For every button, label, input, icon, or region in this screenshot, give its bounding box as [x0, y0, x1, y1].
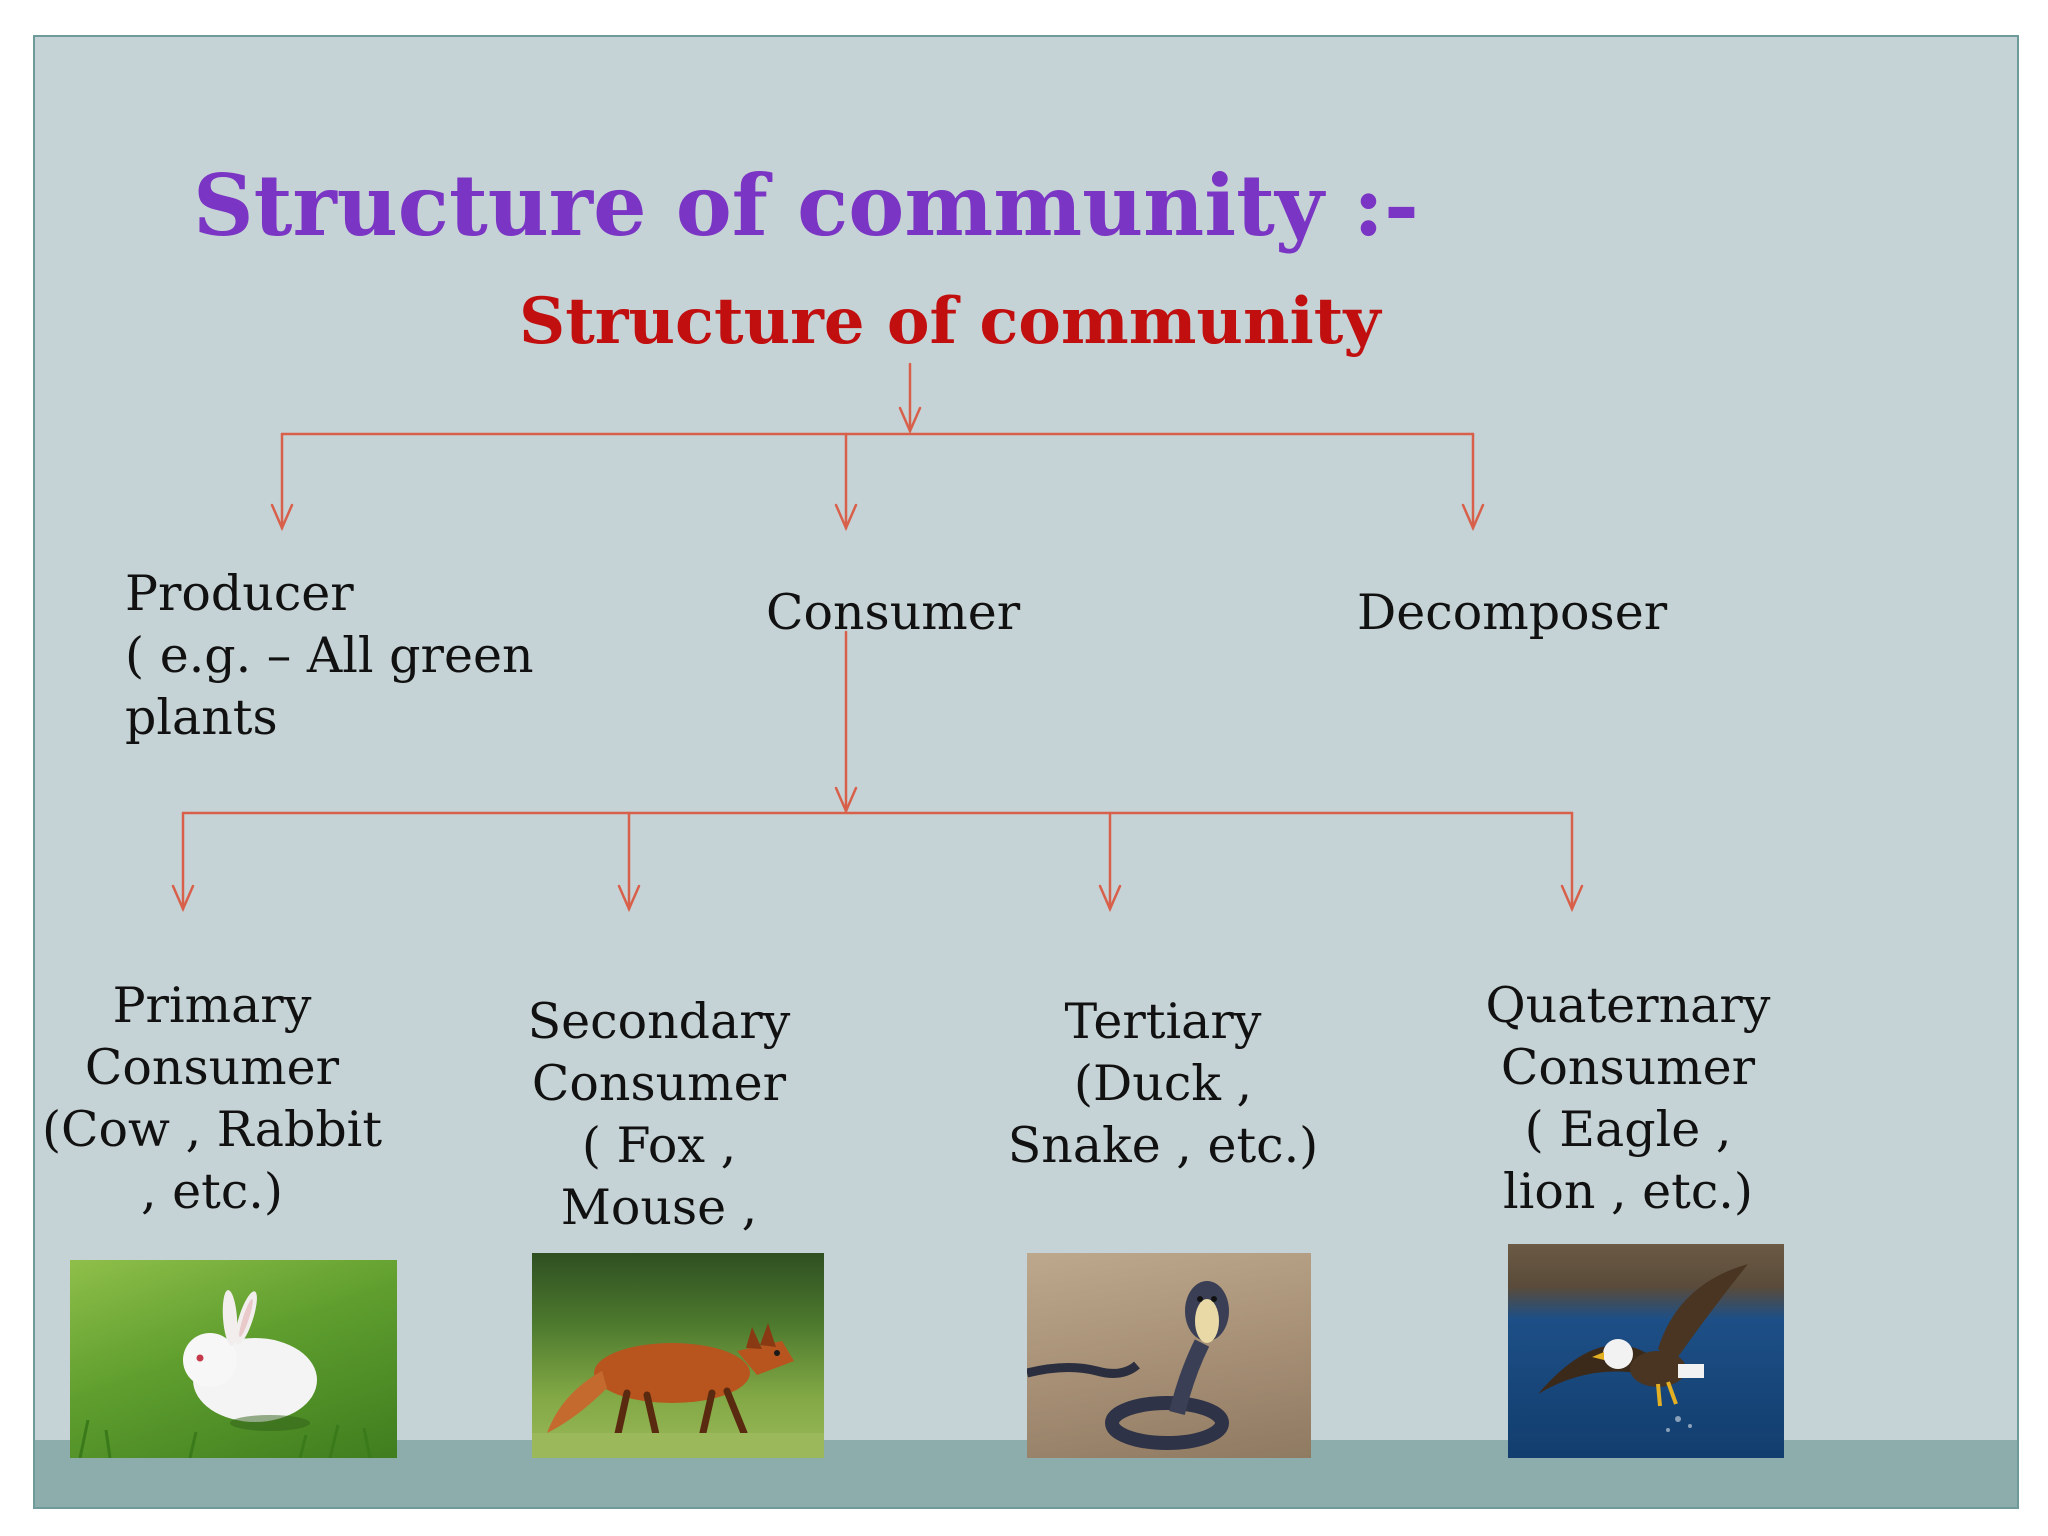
- consumer-arrowhead: [834, 503, 858, 532]
- diagram-root-label: Structure of community: [519, 284, 1381, 359]
- snake-photo: [1027, 1253, 1311, 1458]
- fox-photo: [532, 1253, 824, 1458]
- consumer-label: Consumer: [766, 584, 1021, 641]
- slide: Structure of community :- Structure of c…: [33, 35, 2019, 1509]
- decomposer-label: Decomposer: [1357, 584, 1668, 641]
- secondary-arrowhead: [617, 884, 641, 913]
- producer-arrowhead: [270, 503, 294, 532]
- primary-arrowhead: [171, 884, 195, 913]
- root-arrowhead: [898, 406, 922, 435]
- primary-consumer-label: Primary Consumer (Cow , Rabbit , etc.): [41, 977, 383, 1220]
- page-title: Structure of community :-: [193, 156, 1419, 255]
- eagle-photo: [1508, 1244, 1784, 1458]
- tertiary-consumer-label: Tertiary (Duck , Snake , etc.): [1007, 993, 1319, 1174]
- quaternary-arrowhead: [1560, 884, 1584, 913]
- rabbit-photo: [70, 1260, 397, 1458]
- connector-lines: [171, 362, 1584, 913]
- decomposer-arrowhead: [1461, 503, 1485, 532]
- quaternary-consumer-label: Quaternary Consumer ( Eagle , lion , etc…: [1485, 977, 1771, 1220]
- secondary-consumer-label: Secondary Consumer ( Fox , Mouse , etc.): [527, 993, 791, 1245]
- producer-label: Producer ( e.g. – All green plants: [125, 565, 534, 746]
- tertiary-arrowhead: [1098, 884, 1122, 913]
- consumer-down-arrowhead: [834, 786, 858, 815]
